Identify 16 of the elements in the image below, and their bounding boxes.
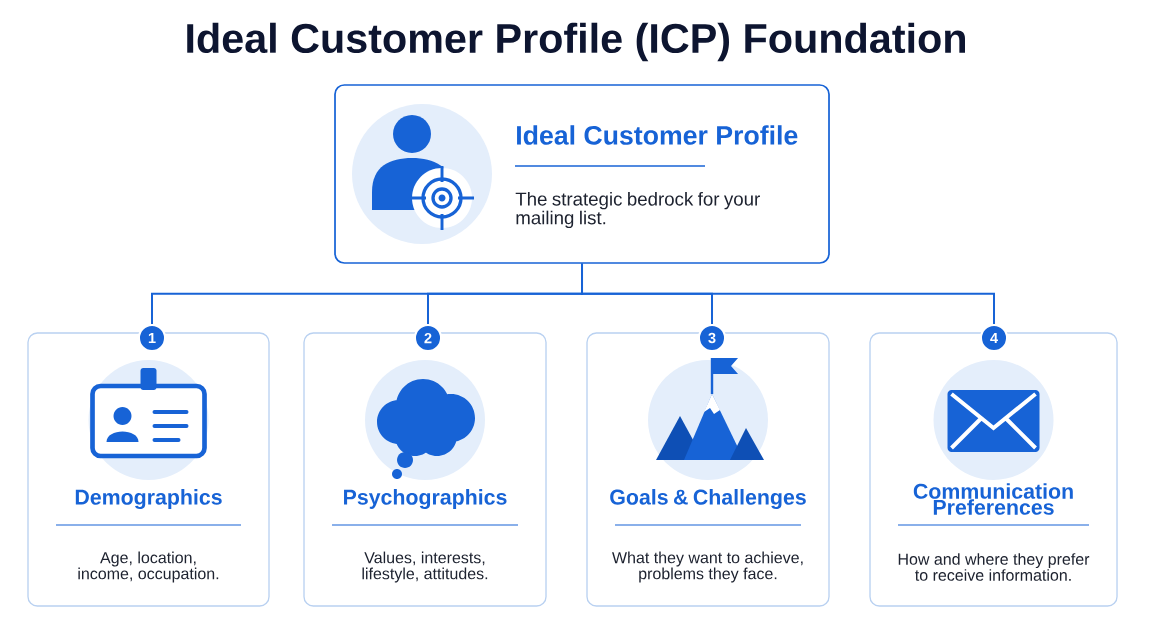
card-text: What they want to achieve, problems they face.: [612, 551, 803, 583]
card-heading: Communication Preferences: [913, 483, 1073, 515]
card-heading: Ideal Customer Profile: [517, 125, 798, 145]
card-text: Age, location, income, occupation.: [78, 551, 219, 583]
card-heading: Psychographics: [344, 489, 507, 509]
title: Ideal Customer Profile (ICP) Foundation: [187, 22, 965, 62]
number-badge: 1: [138, 324, 166, 352]
card-text: How and where they prefer to receive information.: [898, 553, 1090, 581]
card-heading: Goals & Challenges: [610, 489, 806, 509]
number-badge: 4: [980, 324, 1008, 352]
card-heading: Demographics: [75, 489, 222, 509]
number-badge: 3: [698, 324, 726, 352]
connector-line: [581, 262, 995, 325]
number-badge: 2: [414, 324, 442, 352]
card-text: Values, interests, lifestyle, attitudes.: [362, 551, 488, 583]
card-text: The strategic bedrock for your mailing list.: [515, 191, 760, 229]
